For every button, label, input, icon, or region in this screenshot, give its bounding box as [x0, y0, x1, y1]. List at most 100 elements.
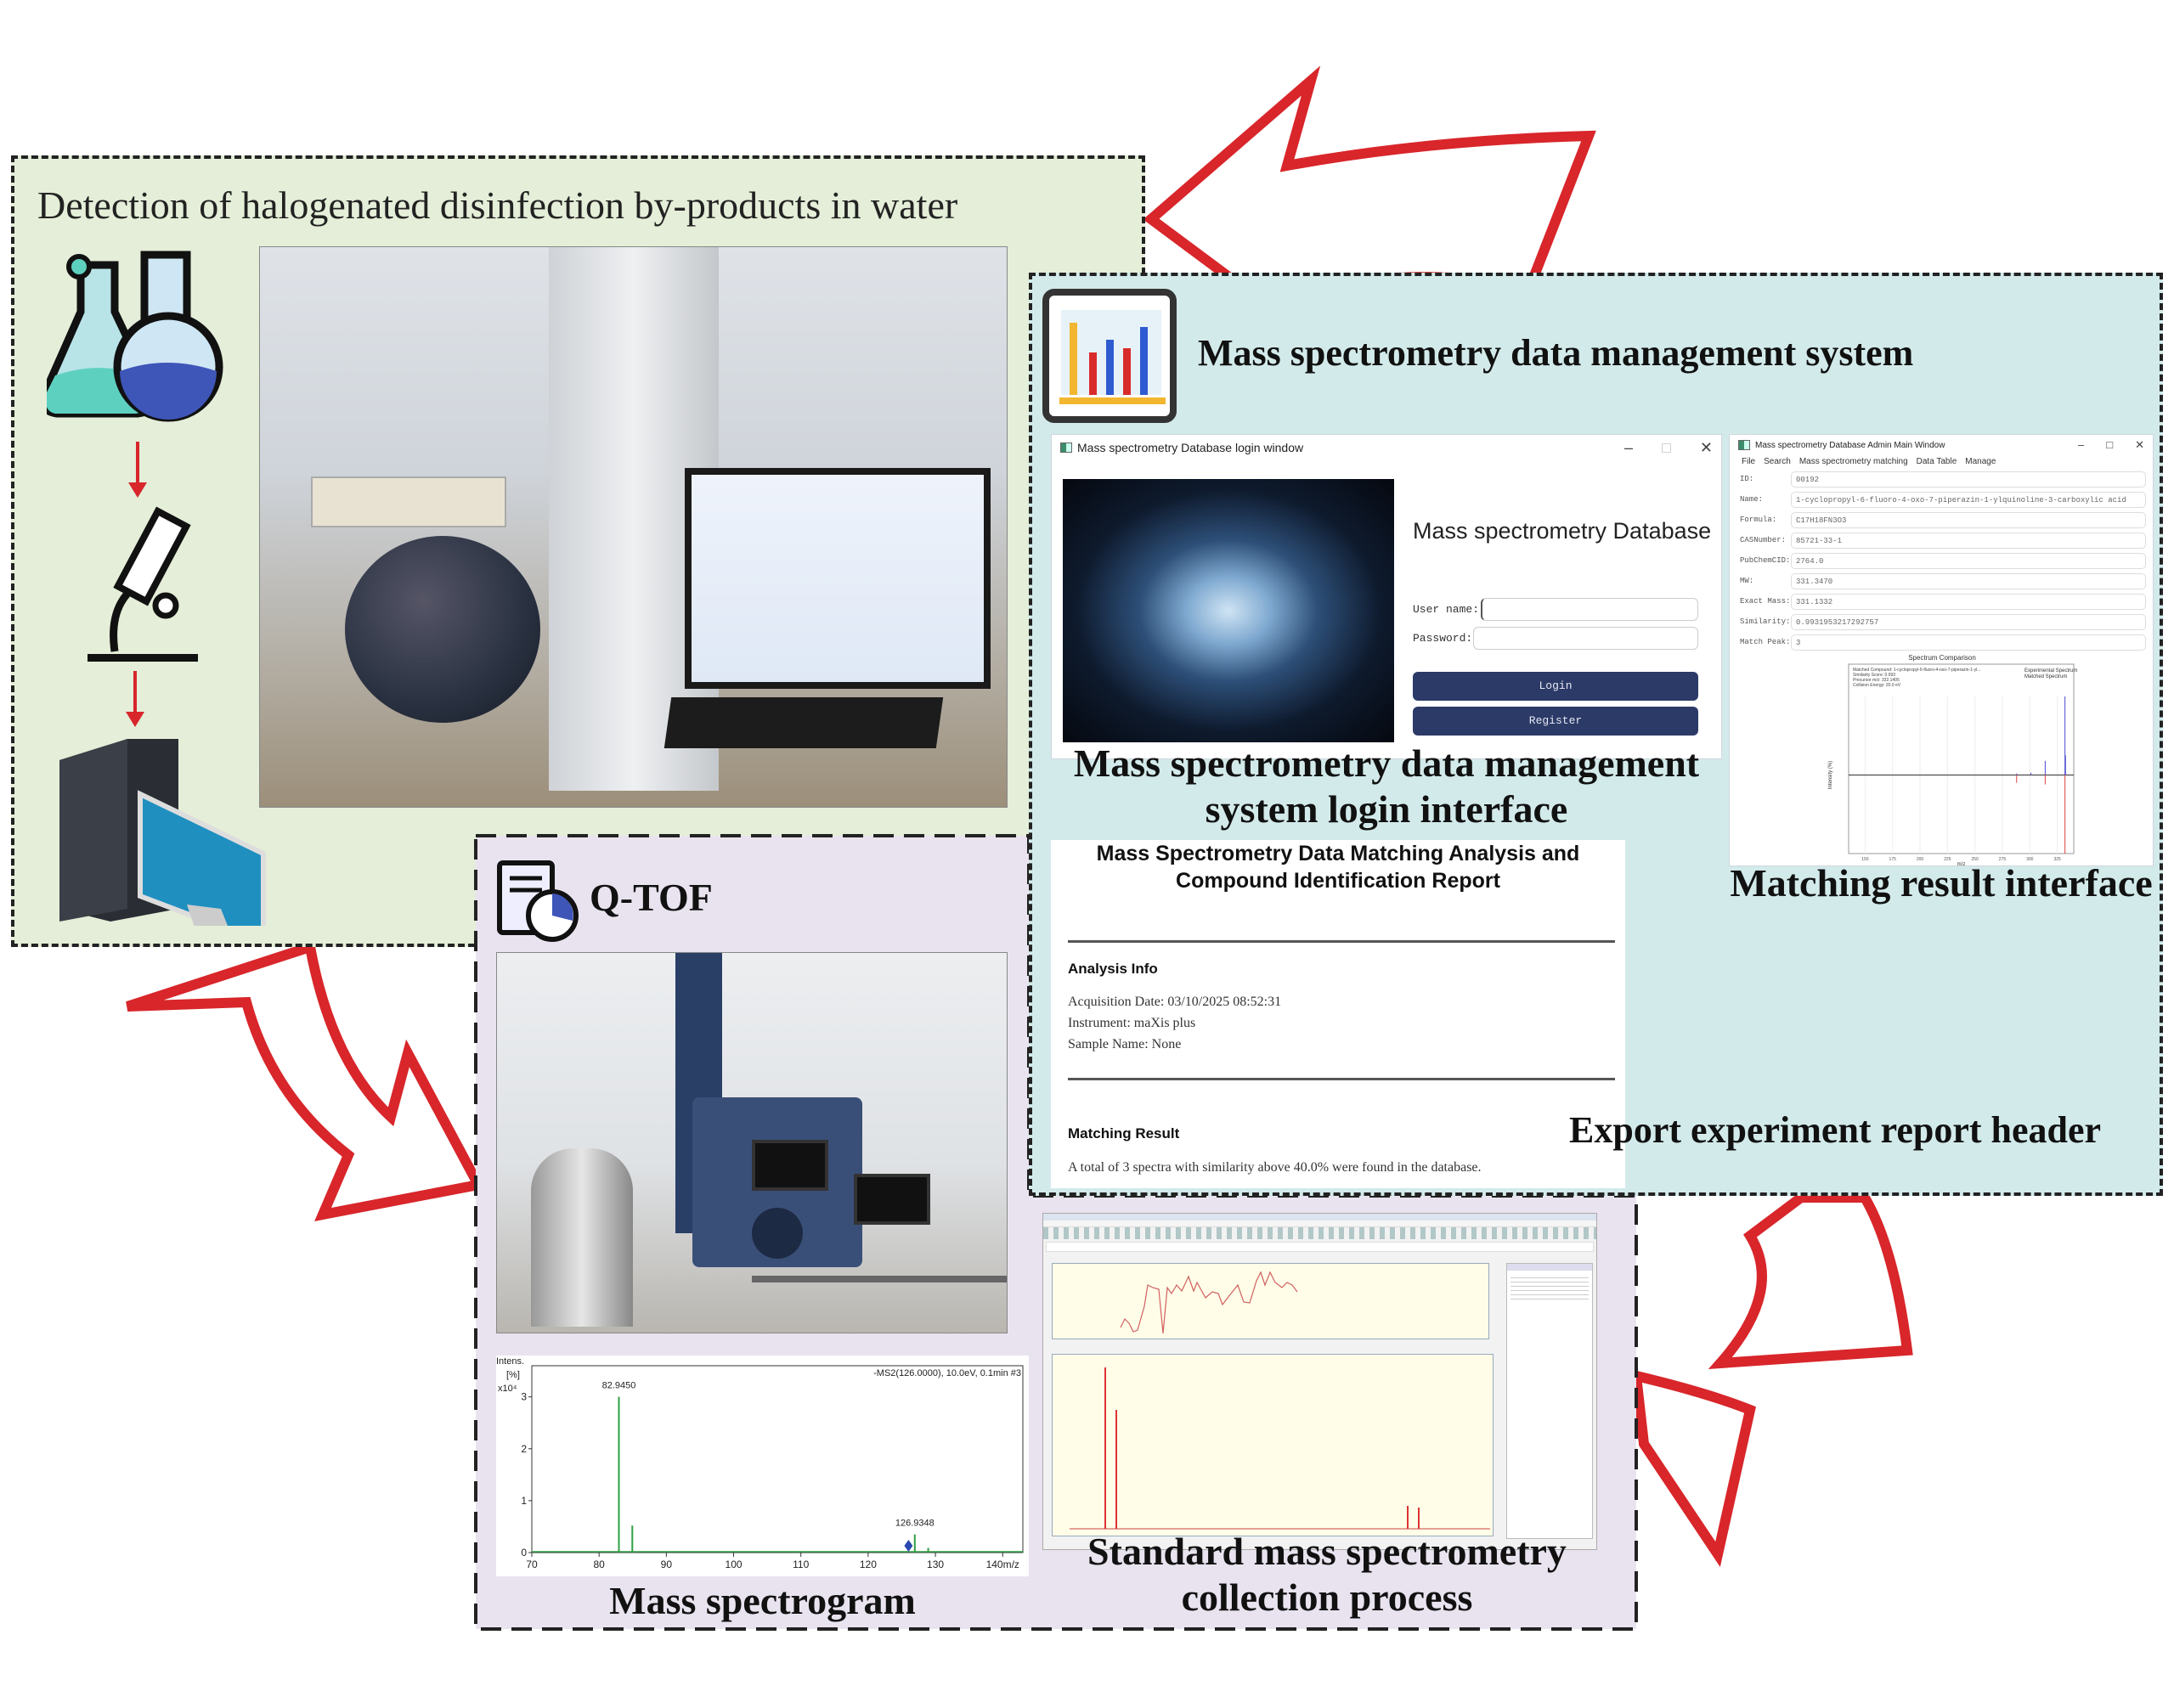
detection-title: Detection of halogenated disinfection by… [37, 183, 958, 227]
field-input[interactable]: 00192 [1791, 471, 2146, 488]
menu-search[interactable]: Search [1764, 457, 1791, 466]
report-title: Mass Spectrometry Data Matching Analysis… [1051, 840, 1625, 894]
field-input[interactable]: 0.9931953217292757 [1791, 613, 2146, 630]
login-button[interactable]: Login [1413, 672, 1698, 701]
field-label: Name: [1740, 495, 1764, 504]
y-tick-label: 1 [521, 1495, 527, 1507]
caption-line: collection process [1181, 1576, 1473, 1619]
menu-manage[interactable]: Manage [1965, 457, 1996, 466]
register-button[interactable]: Register [1413, 707, 1698, 736]
password-label: Password: [1413, 632, 1473, 645]
arrow-to-system-icon [1630, 1192, 1913, 1567]
menu-file[interactable]: File [1742, 457, 1756, 466]
close-button[interactable]: ✕ [1699, 438, 1713, 456]
standard-collection-caption: Standard mass spectrometry collection pr… [1042, 1529, 1612, 1621]
field-label: MW: [1740, 577, 1754, 585]
peak-label: 126.9348 [895, 1519, 935, 1529]
field-label: ID: [1740, 475, 1754, 483]
x-tick-label: 70 [526, 1559, 538, 1570]
x-tick-label: 130 [927, 1559, 944, 1570]
arrow-down-icon [126, 712, 144, 727]
sample-name: Sample Name: None [1068, 1037, 1182, 1051]
field-input[interactable]: 331.3470 [1791, 572, 2146, 589]
x-tick-label: 225 [1944, 857, 1951, 862]
arrow-to-qtof-icon [126, 940, 487, 1222]
qtof-title: Q-TOF [590, 876, 713, 919]
system-title: Mass spectrometry data management system [1198, 332, 1914, 374]
spectrum-title: -MS2(126.0000), 10.0eV, 0.1min #3 [873, 1368, 1021, 1378]
qtof-report-icon [497, 860, 579, 942]
login-titlebar: Mass spectrometry Database login window … [1052, 435, 1721, 460]
divider [1068, 940, 1615, 943]
y-tick-label: 0 [521, 1547, 527, 1559]
window-title: Mass spectrometry Database login window [1077, 441, 1304, 454]
login-caption: Mass spectrometry data management system… [1051, 741, 1722, 832]
field-label: PubChemCID: [1740, 556, 1791, 565]
x-tick-label: 140m/z [986, 1559, 1019, 1570]
field-row: MW: 331.3470 [1740, 572, 2146, 590]
toolbar[interactable] [1043, 1227, 1596, 1239]
matching-caption: Matching result interface [1730, 861, 2153, 905]
lab-instrument-photo [259, 246, 1008, 808]
divider [1068, 1078, 1615, 1080]
legend-entry: Matched Spectrum [2024, 674, 2067, 679]
login-window: Mass spectrometry Database login window … [1051, 434, 1722, 759]
minimize-button[interactable]: – [1624, 438, 1634, 456]
x-tick-label: 300 [2026, 857, 2034, 862]
field-row: ID: 00192 [1740, 470, 2146, 488]
arrow-down-icon [133, 671, 137, 718]
field-row: CASNumber: 85721-33-1 [1740, 531, 2146, 550]
precursor-marker [904, 1540, 913, 1552]
field-row: Match Peak:3 [1740, 633, 2146, 651]
field-input[interactable]: C17H18FN3O3 [1791, 511, 2146, 528]
spectrum-comparison-chart: Matched Compound: 1-cyclopropyl-6-fluoro… [1828, 663, 2077, 866]
spectrum-data-table [1506, 1263, 1593, 1539]
field-input[interactable]: 2764.0 [1791, 552, 2146, 569]
computer-icon [59, 739, 266, 926]
close-button[interactable]: ✕ [2135, 438, 2144, 451]
maximize-button[interactable]: □ [2106, 438, 2114, 451]
field-label: Match Peak: [1740, 638, 1791, 646]
x-tick-label: 80 [593, 1559, 605, 1570]
password-input[interactable] [1473, 627, 1698, 650]
field-input[interactable]: 85721-33-1 [1791, 532, 2146, 549]
x-tick-label: 110 [793, 1559, 809, 1570]
admin-menu-bar: File Search Mass spectrometry matching D… [1730, 455, 2153, 468]
username-label: User name: [1413, 603, 1480, 616]
field-input[interactable]: 331.1332 [1791, 593, 2146, 610]
field-input[interactable]: 1-cyclopropyl-6-fluoro-4-oxo-7-piperazin… [1791, 491, 2146, 508]
analysis-info-heading: Analysis Info [1068, 961, 1158, 977]
x-tick-label: 120 [860, 1559, 877, 1570]
field-label: CASNumber: [1740, 536, 1787, 544]
maximize-button[interactable]: □ [1662, 438, 1671, 456]
minimize-button[interactable]: – [2078, 438, 2085, 451]
field-row: Exact Mass:331.1332 [1740, 592, 2146, 611]
x-tick-label: 100 [726, 1559, 743, 1570]
window-titlebar [1043, 1214, 1596, 1220]
chromatogram-pane [1052, 1263, 1489, 1339]
menu-data-table[interactable]: Data Table [1916, 457, 1957, 466]
chromatogram-trace [1120, 1271, 1298, 1334]
field-input[interactable]: 3 [1791, 634, 2146, 651]
menu-matching[interactable]: Mass spectrometry matching [1798, 457, 1908, 466]
field-label: Formula: [1740, 516, 1777, 524]
field-label: Exact Mass: [1740, 597, 1791, 606]
flask-icon [47, 251, 223, 422]
y-tick-label: 3 [521, 1391, 527, 1403]
legend-entry: Experimental Spectrum [2024, 668, 2077, 674]
caption-line: system login interface [1205, 787, 1568, 831]
info-text: Precursor m/z: 332.1405 [1853, 678, 1900, 683]
x-tick-label: 250 [1971, 857, 1979, 862]
report-caption: Export experiment report header [1569, 1109, 2102, 1151]
peak-label: 82.9450 [602, 1381, 636, 1391]
admin-main-window: Mass spectrometry Database Admin Main Wi… [1729, 434, 2154, 866]
info-text: Similarity Score: 0.993 [1853, 673, 1895, 678]
y-axis-label: x10⁴ [498, 1384, 517, 1394]
menu-bar[interactable] [1043, 1220, 1596, 1227]
field-row: Similarity:0.9931953217292757 [1740, 612, 2146, 631]
field-row: PubChemCID:2764.0 [1740, 551, 2146, 570]
username-input[interactable] [1481, 598, 1698, 621]
x-tick-label: 200 [1917, 857, 1924, 862]
x-tick-label: 275 [1999, 857, 2007, 862]
